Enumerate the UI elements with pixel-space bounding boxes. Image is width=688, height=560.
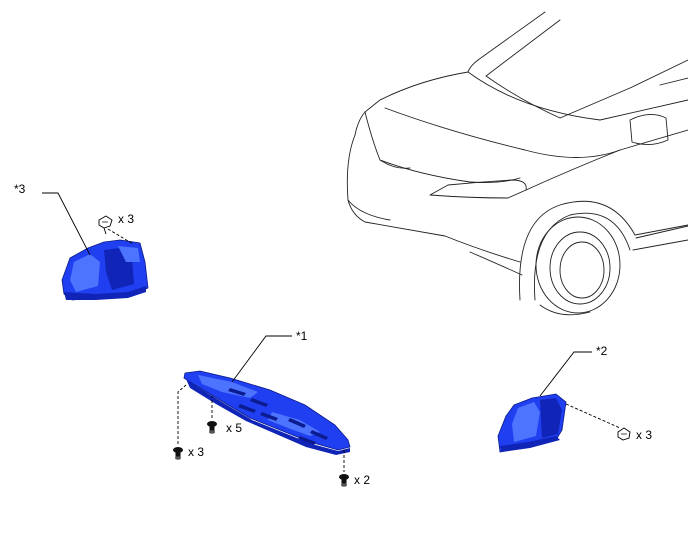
part-3-clip-qty: x 3 — [118, 212, 134, 226]
part-1-left-bolt-qty: x 3 — [188, 445, 204, 459]
part-1-right-bolt-qty: x 2 — [354, 473, 370, 487]
part-3-fender-liner — [61, 239, 149, 301]
part-1-clip-qty: x 5 — [226, 421, 242, 435]
part-1-engine-under-cover — [183, 370, 351, 455]
part-2-clip-icon — [617, 427, 631, 441]
part-1-left-bolt-icon — [173, 447, 183, 460]
part-1-callout: *1 — [296, 329, 308, 343]
vehicle-outline — [346, 11, 688, 316]
part-2-clip-leader — [565, 403, 621, 429]
part-3-clip-icon — [98, 215, 113, 235]
part-3-callout: *3 — [14, 182, 26, 196]
part-1-callout-line — [231, 335, 292, 383]
part-1-clip-icon — [207, 421, 217, 434]
part-2-callout: *2 — [596, 344, 608, 358]
part-3-callout-line — [42, 192, 91, 256]
part-2-clip-qty: x 3 — [636, 428, 652, 442]
part-1-left-bolt-leader — [177, 384, 187, 444]
part-2-callout-line — [539, 351, 592, 397]
part-1-right-bolt-icon — [339, 474, 349, 487]
part-2-fender-liner — [497, 393, 567, 453]
